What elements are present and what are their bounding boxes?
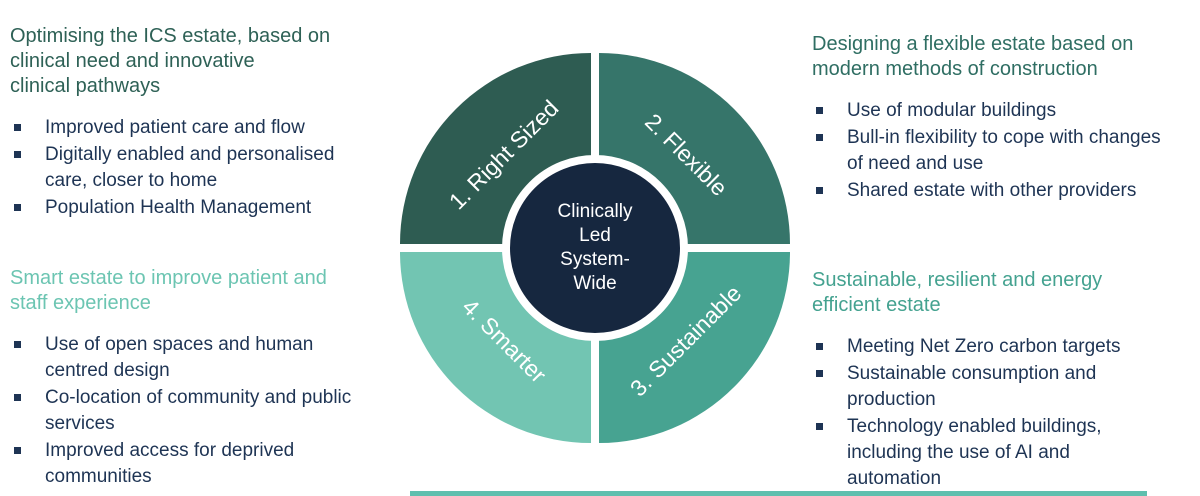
bullet-text: Population Health Management [45,197,312,218]
bullet-item: Co-location of community and public serv… [14,385,362,437]
square-bullet-icon [14,394,21,401]
bullet-item: Use of modular buildings [816,98,1164,124]
bullet-item: Shared estate with other providers [816,178,1164,204]
hub-line: Led [579,225,611,246]
square-bullet-icon [14,204,21,211]
square-bullet-icon [14,447,21,454]
bullet-text: Improved access for deprived communities [45,440,295,487]
square-bullet-icon [14,124,21,131]
bullet-item: Use of open spaces and human centred des… [14,332,362,384]
bullet-text: Use of open spaces and human centred des… [45,334,314,381]
clinically-led-wheel-diagram: 1. Right Sized 2. Flexible 3. Sustainabl… [400,53,790,443]
square-bullet-icon [816,343,823,350]
bullet-text: Shared estate with other providers [847,180,1137,201]
bullet-text: Sustainable consumption and production [847,363,1097,410]
block-smarter-heading: Smart estate to improve patient and staf… [10,266,362,316]
block-flexible-heading: Designing a flexible estate based on mod… [812,32,1164,82]
block-sustainable: Sustainable, resilient and energy effici… [812,268,1164,493]
heading-line: Optimising the ICS estate, based on [10,25,331,47]
bullet-text: Co-location of community and public serv… [45,387,352,434]
bullet-item: Improved patient care and flow [14,115,362,141]
bullet-item: Meeting Net Zero carbon targets [816,334,1164,360]
bullet-text: Digitally enabled and personalised care,… [45,144,335,191]
heading-line: clinical need and innovative [10,50,255,72]
heading-line: Sustainable, resilient and energy [812,269,1103,291]
heading-line: staff experience [10,292,151,314]
block-sustainable-bullets: Meeting Net Zero carbon targets Sustaina… [812,334,1164,492]
heading-line: Designing a flexible estate based on [812,33,1134,55]
heading-line: modern methods of construction [812,58,1098,80]
hub-line: Wide [573,273,617,294]
bullet-item: Technology enabled buildings, including … [816,414,1164,492]
hub-line: Clinically [557,201,633,222]
block-right-sized-bullets: Improved patient care and flow Digitally… [10,115,362,221]
block-sustainable-heading: Sustainable, resilient and energy effici… [812,268,1164,318]
block-smarter-bullets: Use of open spaces and human centred des… [10,332,362,490]
heading-line: efficient estate [812,294,941,316]
heading-line: clinical pathways [10,75,161,97]
wheel-quadrants [400,53,790,443]
square-bullet-icon [14,341,21,348]
square-bullet-icon [816,134,823,141]
square-bullet-icon [816,107,823,114]
bullet-text: Use of modular buildings [847,100,1057,121]
bullet-text: Bull-in flexibility to cope with changes… [847,127,1161,174]
bullet-item: Bull-in flexibility to cope with changes… [816,125,1164,177]
block-right-sized-heading: Optimising the ICS estate, based on clin… [10,24,362,99]
bullet-item: Sustainable consumption and production [816,361,1164,413]
square-bullet-icon [816,423,823,430]
bullet-item: Digitally enabled and personalised care,… [14,142,362,194]
bullet-text: Improved patient care and flow [45,117,305,138]
square-bullet-icon [816,187,823,194]
heading-line: Smart estate to improve patient and [10,267,327,289]
bullet-text: Meeting Net Zero carbon targets [847,336,1121,357]
square-bullet-icon [816,370,823,377]
bullet-item: Improved access for deprived communities [14,438,362,490]
hub-line: System- [560,249,630,270]
square-bullet-icon [14,151,21,158]
bullet-item: Population Health Management [14,195,362,221]
bullet-text: Technology enabled buildings, including … [847,416,1102,489]
block-flexible-bullets: Use of modular buildings Bull-in flexibi… [812,98,1164,204]
wheel-hub-label: Clinically Led System- Wide [502,155,688,341]
block-right-sized: Optimising the ICS estate, based on clin… [10,24,362,222]
block-flexible: Designing a flexible estate based on mod… [812,32,1164,205]
bottom-accent-bar [410,491,1147,496]
block-smarter: Smart estate to improve patient and staf… [10,266,362,491]
